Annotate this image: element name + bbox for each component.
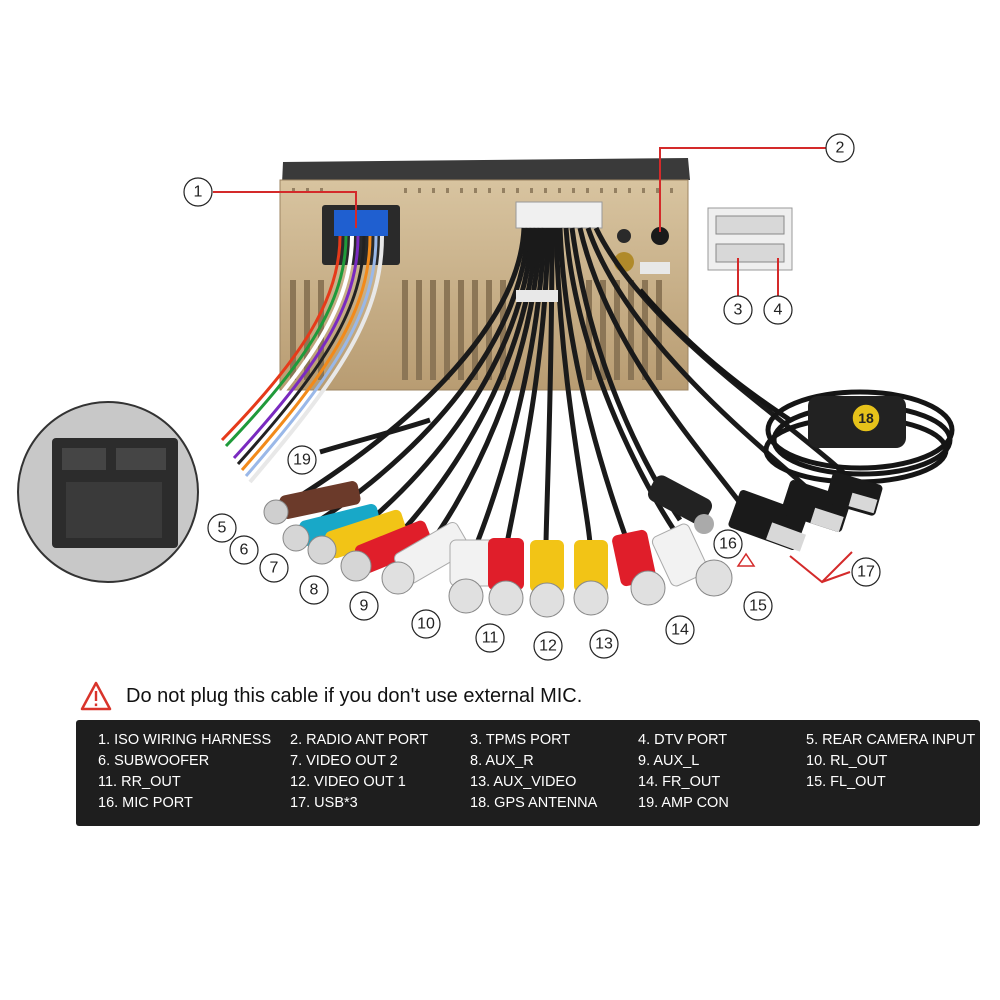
callout-2: 2 xyxy=(836,140,845,157)
legend-item: 14. FR_OUT xyxy=(638,774,721,790)
callout-4: 4 xyxy=(774,302,783,319)
rca-plug-video-out-1 xyxy=(529,540,565,618)
callout-15: 15 xyxy=(749,598,767,615)
wiring-diagram: 1 2 3 4 5 6 7 8 9 10 11 12 13 14 15 16 1… xyxy=(17,133,955,661)
rca-plug-rl-out xyxy=(381,521,470,595)
legend-item: 16. MIC PORT xyxy=(98,795,193,811)
usb-plug-1 xyxy=(728,490,808,552)
port-legend: 1. ISO WIRING HARNESS 2. RADIO ANT PORT … xyxy=(76,720,980,826)
warning-triangle-icon xyxy=(80,681,112,711)
callout-13: 13 xyxy=(595,636,613,653)
callout-circles xyxy=(183,133,881,661)
callout-18: 18 xyxy=(858,410,874,426)
callout-17: 17 xyxy=(857,564,875,581)
cable-tie xyxy=(516,290,558,302)
legend-item: 10. RL_OUT xyxy=(806,753,888,769)
rca-plug-fr-out xyxy=(612,529,666,606)
callout-8: 8 xyxy=(310,582,319,599)
callout-11: 11 xyxy=(482,630,499,647)
callout-10: 10 xyxy=(417,616,435,633)
callout-5: 5 xyxy=(218,520,227,537)
legend-item: 11. RR_OUT xyxy=(98,774,181,790)
callout-19: 19 xyxy=(293,452,311,469)
legend-item: 4. DTV PORT xyxy=(638,732,728,748)
warning-text: Do not plug this cable if you don't use … xyxy=(126,684,583,707)
mic-port-plug xyxy=(647,475,714,534)
callout-16: 16 xyxy=(719,536,737,553)
callout-3: 3 xyxy=(734,302,743,319)
callout-9: 9 xyxy=(360,598,369,615)
callout-12: 12 xyxy=(539,638,557,655)
rca-plug-fl-out xyxy=(651,523,733,597)
rca-plug-aux-r xyxy=(307,509,407,565)
gps-callout-badge xyxy=(851,403,881,433)
legend-item: 19. AMP CON xyxy=(638,795,729,811)
legend-item: 9. AUX_L xyxy=(638,753,700,769)
legend-item: 5. REAR CAMERA INPUT xyxy=(806,732,976,748)
legend-item: 2. RADIO ANT PORT xyxy=(290,732,429,748)
callout-6: 6 xyxy=(240,542,249,559)
legend-item: 6. SUBWOOFER xyxy=(98,753,210,769)
callout-7: 7 xyxy=(270,560,279,577)
callout-1: 1 xyxy=(194,184,203,201)
gps-antenna xyxy=(638,288,955,485)
legend-item: 12. VIDEO OUT 1 xyxy=(290,774,406,790)
legend-item: 8. AUX_R xyxy=(470,753,534,769)
legend-item: 18. GPS ANTENNA xyxy=(470,795,598,811)
legend-item: 15. FL_OUT xyxy=(806,774,886,790)
mic-warning-icon xyxy=(736,552,756,567)
rca-plug-aux-video xyxy=(573,540,609,616)
rca-plug-video-out-2 xyxy=(282,503,381,552)
rca-plug-aux-l xyxy=(340,520,434,582)
legend-item: 13. AUX_VIDEO xyxy=(470,774,577,790)
iso-wire-bundle xyxy=(220,235,384,484)
rca-plug-rr-out xyxy=(448,539,499,614)
mic-warning: Do not plug this cable if you don't use … xyxy=(80,676,940,716)
legend-item: 7. VIDEO OUT 2 xyxy=(290,753,398,769)
legend-item: 1. ISO WIRING HARNESS xyxy=(98,732,272,748)
tpms-dtv-connectors xyxy=(707,207,793,271)
legend-item: 17. USB*3 xyxy=(290,795,358,811)
usb-plug-3 xyxy=(825,472,883,516)
leader-lines xyxy=(213,147,853,584)
legend-item: 3. TPMS PORT xyxy=(470,732,571,748)
rca-plug-subwoofer xyxy=(263,481,361,525)
callout-14: 14 xyxy=(671,622,689,639)
iso-connector-closeup xyxy=(17,401,199,583)
rca-plug-fr-out-red xyxy=(488,538,524,616)
